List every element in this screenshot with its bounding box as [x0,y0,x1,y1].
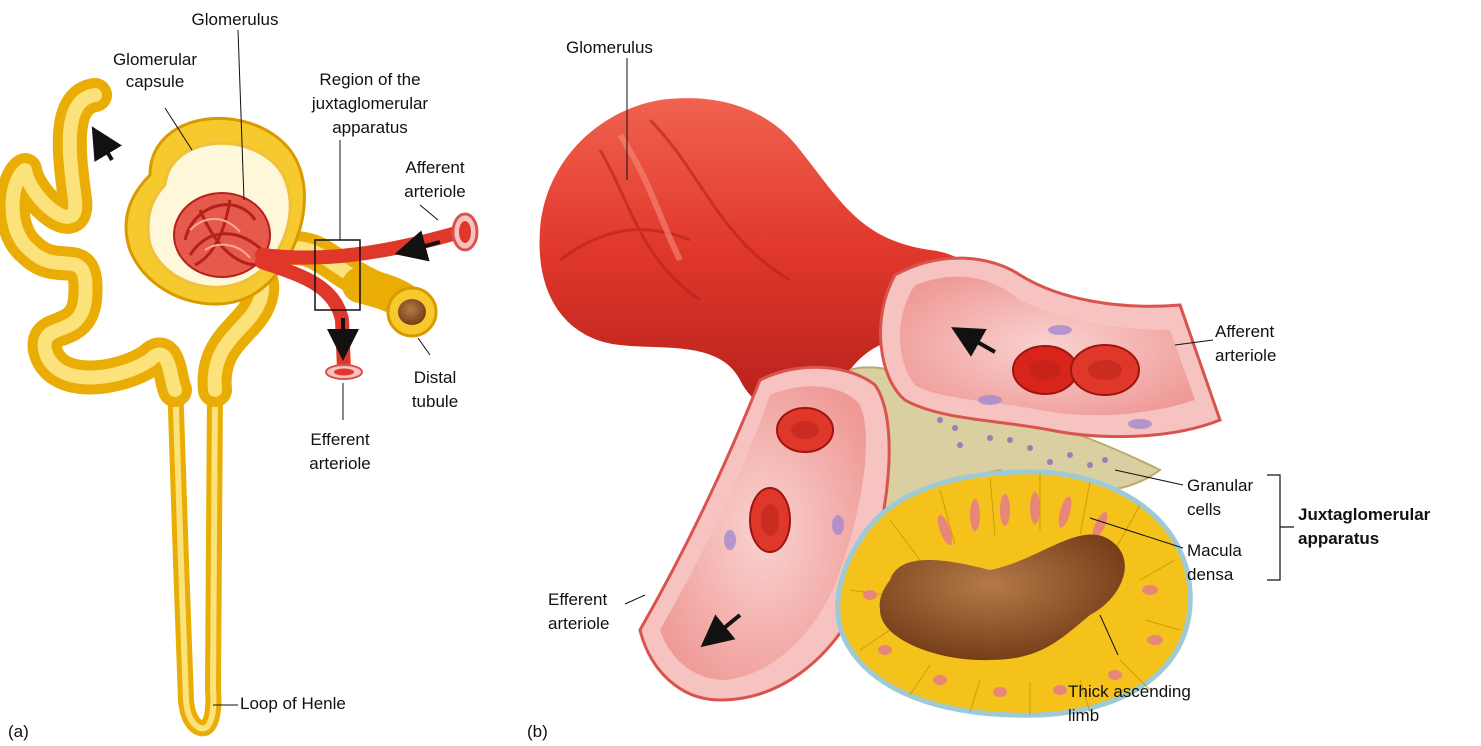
label-region-line3: apparatus [290,118,450,138]
label-thick-line2: limb [1068,706,1099,726]
label-macula-line1: Macula [1187,541,1242,561]
label-region-line2: juxtaglomerular [290,94,450,114]
label-afferent-b-line2: arteriole [1215,346,1276,366]
label-jga-line2: apparatus [1298,529,1379,549]
label-distal-line1: Distal [390,368,480,388]
label-efferent-a-line2: arteriole [290,454,390,474]
label-granular-line2: cells [1187,500,1221,520]
label-thick-line1: Thick ascending [1068,682,1191,702]
jga-bracket [1267,475,1294,580]
label-loop-of-henle: Loop of Henle [240,694,346,714]
label-afferent-a-line2: arteriole [385,182,485,202]
label-glomerulus-a: Glomerulus [160,10,310,30]
panel-a-tag: (a) [8,722,29,742]
label-macula-line2: densa [1187,565,1233,585]
label-efferent-b-line1: Efferent [548,590,607,610]
label-region-line1: Region of the [290,70,450,90]
label-afferent-a-line1: Afferent [385,158,485,178]
label-distal-line2: tubule [390,392,480,412]
label-jga-line1: Juxtaglomerular [1298,505,1430,525]
panel-b-drawing [540,58,1294,715]
label-glomerular-capsule-line1: Glomerular [90,50,220,70]
label-glomerulus-b: Glomerulus [566,38,653,58]
label-efferent-a-line1: Efferent [290,430,390,450]
label-granular-line1: Granular [1187,476,1253,496]
label-glomerular-capsule-line2: capsule [90,72,220,92]
label-afferent-b-line1: Afferent [1215,322,1274,342]
panel-b-tag: (b) [527,722,548,742]
flow-arrow [100,140,112,160]
label-efferent-b-line2: arteriole [548,614,609,634]
